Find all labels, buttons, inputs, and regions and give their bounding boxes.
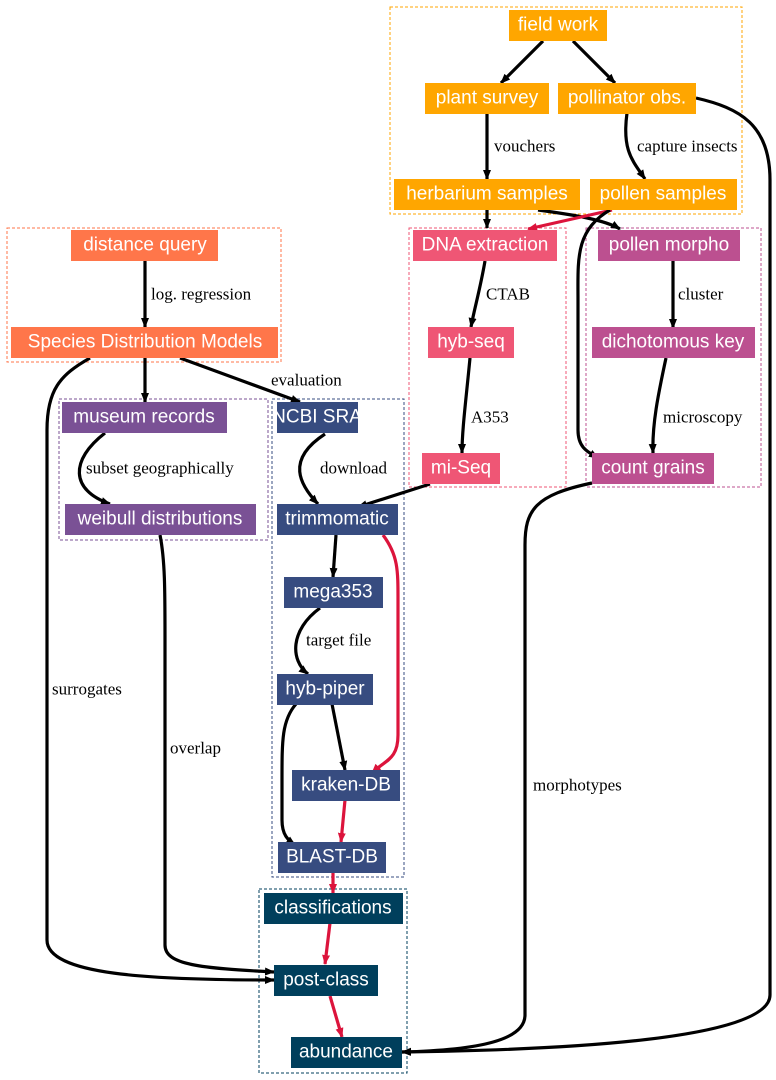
node-plant-survey[interactable]: plant survey — [425, 83, 549, 114]
node-trimmomatic[interactable]: trimmomatic — [277, 504, 398, 535]
svg-text:Species Distribution Models: Species Distribution Models — [28, 332, 262, 353]
label-capture-insects: capture insects — [637, 137, 738, 156]
svg-text:pollen samples: pollen samples — [600, 184, 727, 205]
svg-text:pollen morpho: pollen morpho — [609, 235, 729, 256]
node-dna-extraction[interactable]: DNA extraction — [413, 230, 557, 261]
node-species-distribution-models[interactable]: Species Distribution Models — [11, 327, 278, 358]
label-ctab: CTAB — [486, 285, 530, 304]
node-ncbi-sra[interactable]: NCBI SRA — [272, 402, 362, 433]
node-abundance[interactable]: abundance — [291, 1037, 402, 1068]
node-kraken-db[interactable]: kraken-DB — [292, 770, 400, 801]
node-blast-db[interactable]: BLAST-DB — [278, 842, 386, 873]
node-pollen-samples[interactable]: pollen samples — [590, 179, 737, 210]
label-microscopy: microscopy — [663, 408, 743, 427]
edge-labels: vouchers capture insects CTAB cluster A3… — [52, 137, 743, 795]
svg-text:museum records: museum records — [73, 407, 215, 428]
edge-mega353-hybpiper — [294, 606, 321, 676]
edge-sdm-ncbi — [179, 356, 301, 404]
edge-countgrains-abundance — [401, 481, 593, 1056]
edge-pollensamples-countgrains — [576, 208, 611, 460]
svg-text:dichotomous key: dichotomous key — [602, 332, 745, 353]
node-hyb-seq[interactable]: hyb-seq — [428, 327, 514, 358]
svg-text:weibull distributions: weibull distributions — [77, 509, 243, 530]
svg-text:hyb-piper: hyb-piper — [285, 679, 365, 700]
node-field-work[interactable]: field work — [509, 10, 607, 41]
edge-pollinator-abundance — [401, 96, 772, 1056]
label-surrogates: surrogates — [52, 680, 122, 699]
svg-text:herbarium samples: herbarium samples — [406, 184, 568, 205]
node-hyb-piper[interactable]: hyb-piper — [277, 674, 373, 705]
edges — [45, 39, 772, 1056]
nodes: field work plant survey pollinator obs. … — [11, 10, 755, 1068]
node-pollen-morpho[interactable]: pollen morpho — [598, 230, 740, 261]
node-dichotomous-key[interactable]: dichotomous key — [592, 327, 755, 358]
edge-miseq-trimmomatic — [357, 482, 431, 509]
edge-museum-weibull — [77, 431, 111, 506]
node-pollinator-obs[interactable]: pollinator obs. — [558, 83, 696, 114]
edge-postclass-abundance — [328, 995, 344, 1038]
svg-text:distance query: distance query — [83, 235, 207, 256]
svg-text:kraken-DB: kraken-DB — [301, 775, 391, 796]
edge-trimmomatic-mega353 — [329, 534, 338, 578]
edge-dna-hybseq — [468, 260, 487, 328]
cluster-dna — [408, 227, 567, 488]
node-museum-records[interactable]: museum records — [62, 402, 227, 433]
edge-kraken-blast — [337, 799, 347, 843]
svg-text:mi-Seq: mi-Seq — [431, 458, 491, 479]
svg-text:hyb-seq: hyb-seq — [437, 332, 505, 353]
node-count-grains[interactable]: count grains — [592, 453, 714, 484]
svg-text:post-class: post-class — [283, 970, 369, 991]
edge-hybpiper-blast — [280, 702, 298, 847]
label-overlap: overlap — [170, 739, 221, 758]
edge-ncbi-trimmomatic — [298, 432, 326, 506]
edge-pollensamples-dna — [527, 208, 613, 231]
svg-text:classifications: classifications — [274, 898, 391, 919]
svg-text:count grains: count grains — [601, 458, 705, 479]
label-download: download — [320, 459, 388, 478]
svg-text:BLAST-DB: BLAST-DB — [286, 847, 378, 868]
svg-text:DNA extraction: DNA extraction — [422, 235, 549, 256]
label-cluster: cluster — [678, 285, 724, 304]
svg-text:mega353: mega353 — [293, 582, 372, 603]
label-morphotypes: morphotypes — [533, 776, 622, 795]
svg-text:trimmomatic: trimmomatic — [285, 509, 388, 530]
edge-fieldwork-pollinator — [571, 39, 617, 85]
edge-dichotomous-countgrains — [648, 357, 668, 454]
node-herbarium-samples[interactable]: herbarium samples — [394, 179, 580, 210]
node-post-class[interactable]: post-class — [274, 965, 378, 996]
edge-hybpiper-kraken — [330, 703, 348, 771]
edge-fieldwork-plantsurvey — [499, 39, 545, 85]
label-evaluation: evaluation — [271, 371, 342, 390]
svg-text:field work: field work — [518, 15, 599, 36]
svg-text:abundance: abundance — [299, 1042, 393, 1063]
svg-text:plant survey: plant survey — [436, 88, 539, 109]
svg-text:NCBI SRA: NCBI SRA — [272, 407, 362, 428]
node-weibull-distributions[interactable]: weibull distributions — [65, 504, 256, 535]
edge-weibull-postclass — [158, 534, 275, 976]
node-distance-query[interactable]: distance query — [71, 230, 218, 261]
cluster-pollen — [585, 227, 762, 488]
edge-trimmomatic-kraken — [370, 534, 400, 775]
cluster-pipeline — [271, 398, 405, 878]
edge-pollinator-pollensamples — [624, 112, 647, 180]
label-target-file: target file — [306, 631, 371, 650]
label-subset-geographically: subset geographically — [86, 459, 234, 478]
node-classifications[interactable]: classifications — [264, 893, 403, 924]
label-a353: A353 — [471, 408, 509, 427]
node-mega353[interactable]: mega353 — [284, 577, 383, 608]
label-log-regression: log. regression — [151, 285, 252, 304]
label-vouchers: vouchers — [494, 137, 555, 156]
svg-text:pollinator obs.: pollinator obs. — [568, 88, 686, 109]
node-mi-seq[interactable]: mi-Seq — [422, 453, 500, 484]
edge-classifications-postclass — [322, 922, 332, 965]
edge-hybseq-miseq — [458, 357, 472, 454]
edge-herbarium-pollenmorpho — [537, 208, 621, 231]
edge-sdm-postclass — [45, 356, 275, 984]
